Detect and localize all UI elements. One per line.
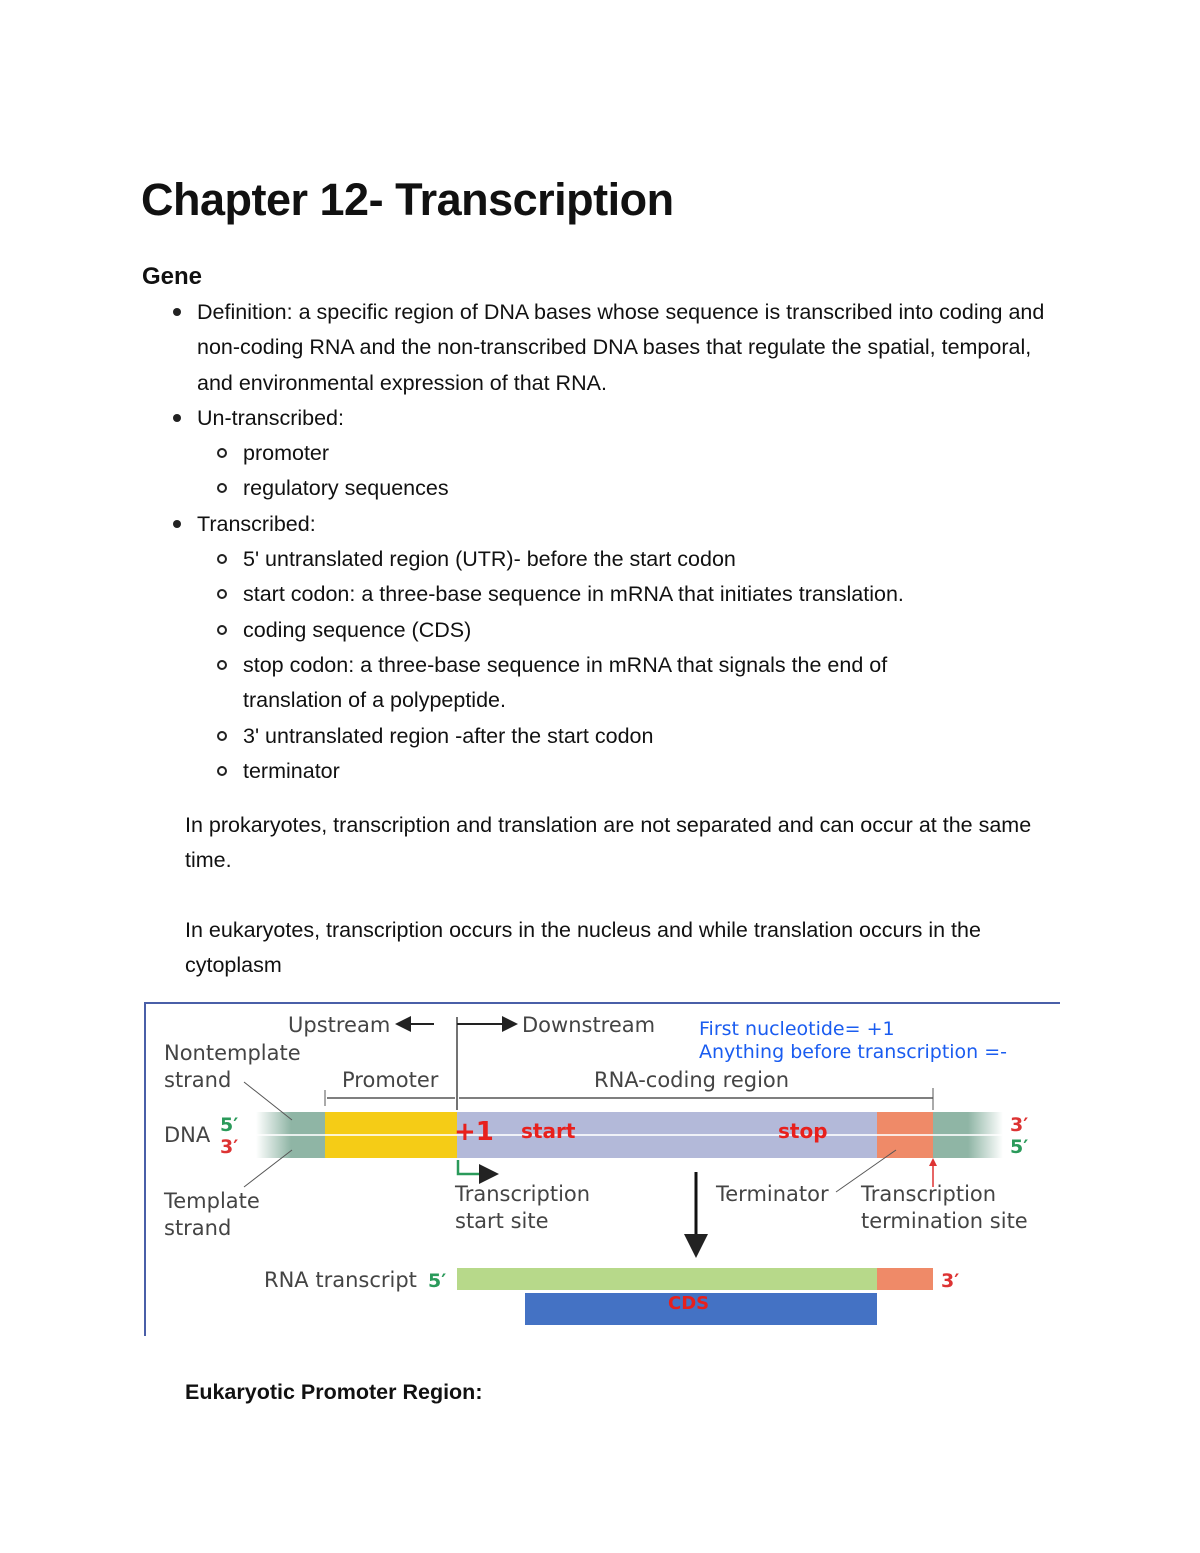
bullet-definition: Definition: a specific region of DNA bas… xyxy=(170,295,1050,401)
paragraph-prokaryotes: In prokaryotes, transcription and transl… xyxy=(185,813,1032,873)
tss-label-2: start site xyxy=(455,1209,549,1233)
sub-bullet: coding sequence (CDS) xyxy=(170,613,1050,648)
template-pointer xyxy=(243,1149,293,1188)
sub-bullet-text: stop codon: a three-base sequence in mRN… xyxy=(243,652,888,713)
nontemplate-pointer xyxy=(243,1081,293,1121)
bullet-untranscribed: Un-transcribed: xyxy=(170,401,1050,436)
sub-bullet: promoter xyxy=(170,436,1050,471)
cds-label: CDS xyxy=(668,1293,709,1314)
bullet-transcribed: Transcribed: xyxy=(170,507,1050,542)
dna-bottom-3prime: 3′ xyxy=(220,1136,238,1158)
sub-bullet: 3' untranslated region -after the start … xyxy=(170,719,1050,754)
dna-label: DNA xyxy=(164,1123,211,1147)
tts-label-2: termination site xyxy=(861,1209,1028,1233)
rna-5prime: 5′ xyxy=(428,1270,446,1292)
diagram-svg: Upstream Downstream Nontemplate strand P… xyxy=(163,1013,1028,1325)
bullet-text: Definition: a specific region of DNA bas… xyxy=(197,300,1045,395)
tss-label-1: Transcription xyxy=(454,1182,590,1206)
section-heading-gene: Gene xyxy=(142,263,203,290)
rna-coding-region-label: RNA-coding region xyxy=(594,1068,789,1092)
note-first-nucleotide: First nucleotide= +1 xyxy=(699,1018,895,1040)
transcription-diagram: Upstream Downstream Nontemplate strand P… xyxy=(144,1002,1060,1336)
sub-bullet-text: coding sequence (CDS) xyxy=(243,617,472,642)
rna-3prime: 3′ xyxy=(941,1270,959,1292)
sub-bullet: 5' untranslated region (UTR)- before the… xyxy=(170,542,1050,577)
sub-bullet-text: promoter xyxy=(243,441,330,466)
page-title: Chapter 12- Transcription xyxy=(141,174,674,225)
start-label: start xyxy=(521,1119,576,1143)
sub-bullet: start codon: a three-base sequence in mR… xyxy=(170,577,1050,612)
bullet-text: Un-transcribed: xyxy=(197,405,344,430)
tts-label-1: Transcription xyxy=(860,1182,996,1206)
termination-arrowhead xyxy=(929,1158,937,1166)
nontemplate-label-1: Nontemplate xyxy=(164,1041,301,1065)
sub-bullet-text: 5' untranslated region (UTR)- before the… xyxy=(243,547,736,572)
terminator-label: Terminator xyxy=(715,1182,829,1206)
nontemplate-label-2: strand xyxy=(164,1068,231,1092)
rna-terminator-bar xyxy=(877,1268,933,1290)
dna-bottom-5prime: 5′ xyxy=(1010,1136,1028,1158)
bullet-text: Transcribed: xyxy=(197,511,316,536)
heading-eukaryotic-promoter: Eukaryotic Promoter Region: xyxy=(185,1380,483,1404)
sub-bullet: regulatory sequences xyxy=(170,471,1050,506)
terminator-pointer xyxy=(835,1149,897,1193)
cds-bar xyxy=(525,1293,877,1325)
tss-arrow-icon xyxy=(456,1160,499,1184)
paragraph-eukaryotes: In eukaryotes, transcription occurs in t… xyxy=(185,918,981,978)
note-before-transcription: Anything before transcription =- xyxy=(699,1041,1007,1063)
sub-bullet-text: terminator xyxy=(243,758,340,783)
sub-bullet-text: start codon: a three-base sequence in mR… xyxy=(243,582,904,607)
downstream-label: Downstream xyxy=(522,1013,655,1037)
rna-transcript-label: RNA transcript xyxy=(264,1268,417,1292)
dna-top-5prime: 5′ xyxy=(220,1114,238,1136)
promoter-label: Promoter xyxy=(342,1068,439,1092)
sub-bullet-text: 3' untranslated region -after the start … xyxy=(243,723,654,748)
plus-one-label: +1 xyxy=(454,1117,494,1147)
gene-bullet-list: Definition: a specific region of DNA bas… xyxy=(170,295,1050,789)
rna-transcript-bar xyxy=(457,1268,877,1290)
sub-bullet: terminator xyxy=(170,754,1050,789)
stop-label: stop xyxy=(778,1119,828,1143)
dna-top-3prime: 3′ xyxy=(1010,1114,1028,1136)
sub-bullet: stop codon: a three-base sequence in mRN… xyxy=(170,648,1050,719)
sub-bullet-text: regulatory sequences xyxy=(243,476,449,501)
template-label-1: Template xyxy=(163,1189,260,1213)
template-label-2: strand xyxy=(164,1216,231,1240)
upstream-label: Upstream xyxy=(288,1013,390,1037)
